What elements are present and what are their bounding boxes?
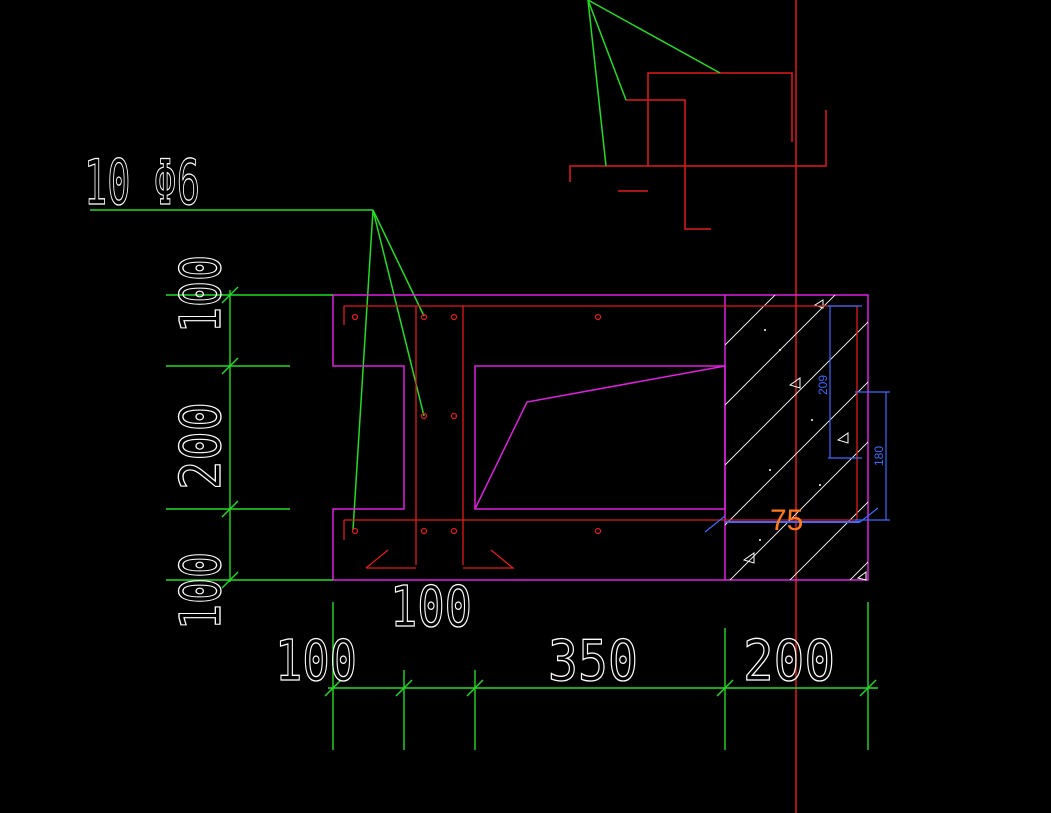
dim-bottom-3: 350 [548,629,638,694]
wall-dim-209: 209 [816,375,830,395]
section-outline [332,294,869,581]
wall-tag: 75 [770,504,803,537]
dim-bottom-2: 100 [390,575,472,640]
rebar-callout: 10 Φ6 [83,145,425,531]
dim-left-top: 100 [169,255,234,333]
reinforcement [343,305,858,569]
dim-left-bottom: 100 [169,552,234,630]
rebar-label: 10 Φ6 [84,146,200,219]
left-dimension-lines [166,286,333,589]
dim-bottom-4: 200 [743,629,835,694]
wall-dim-180: 180 [872,446,886,466]
upper-detail [569,0,827,230]
wall-dimensions [704,305,890,533]
concrete-wall [725,295,868,581]
dim-left-middle: 200 [169,402,234,490]
dim-bottom-1: 100 [275,629,357,694]
bottom-dimension-lines [324,602,878,750]
